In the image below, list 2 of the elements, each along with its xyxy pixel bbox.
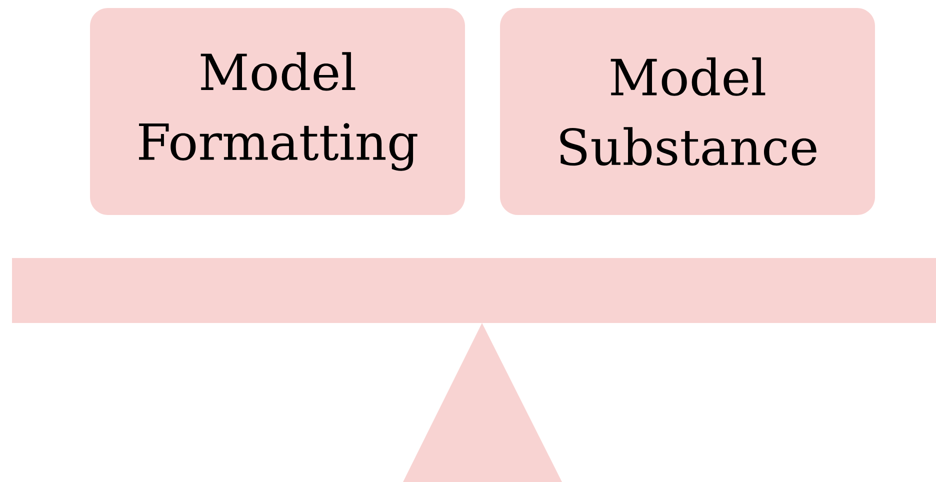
text-box: Model Substance <box>500 8 875 215</box>
text-box: Model Formatting <box>90 8 465 215</box>
